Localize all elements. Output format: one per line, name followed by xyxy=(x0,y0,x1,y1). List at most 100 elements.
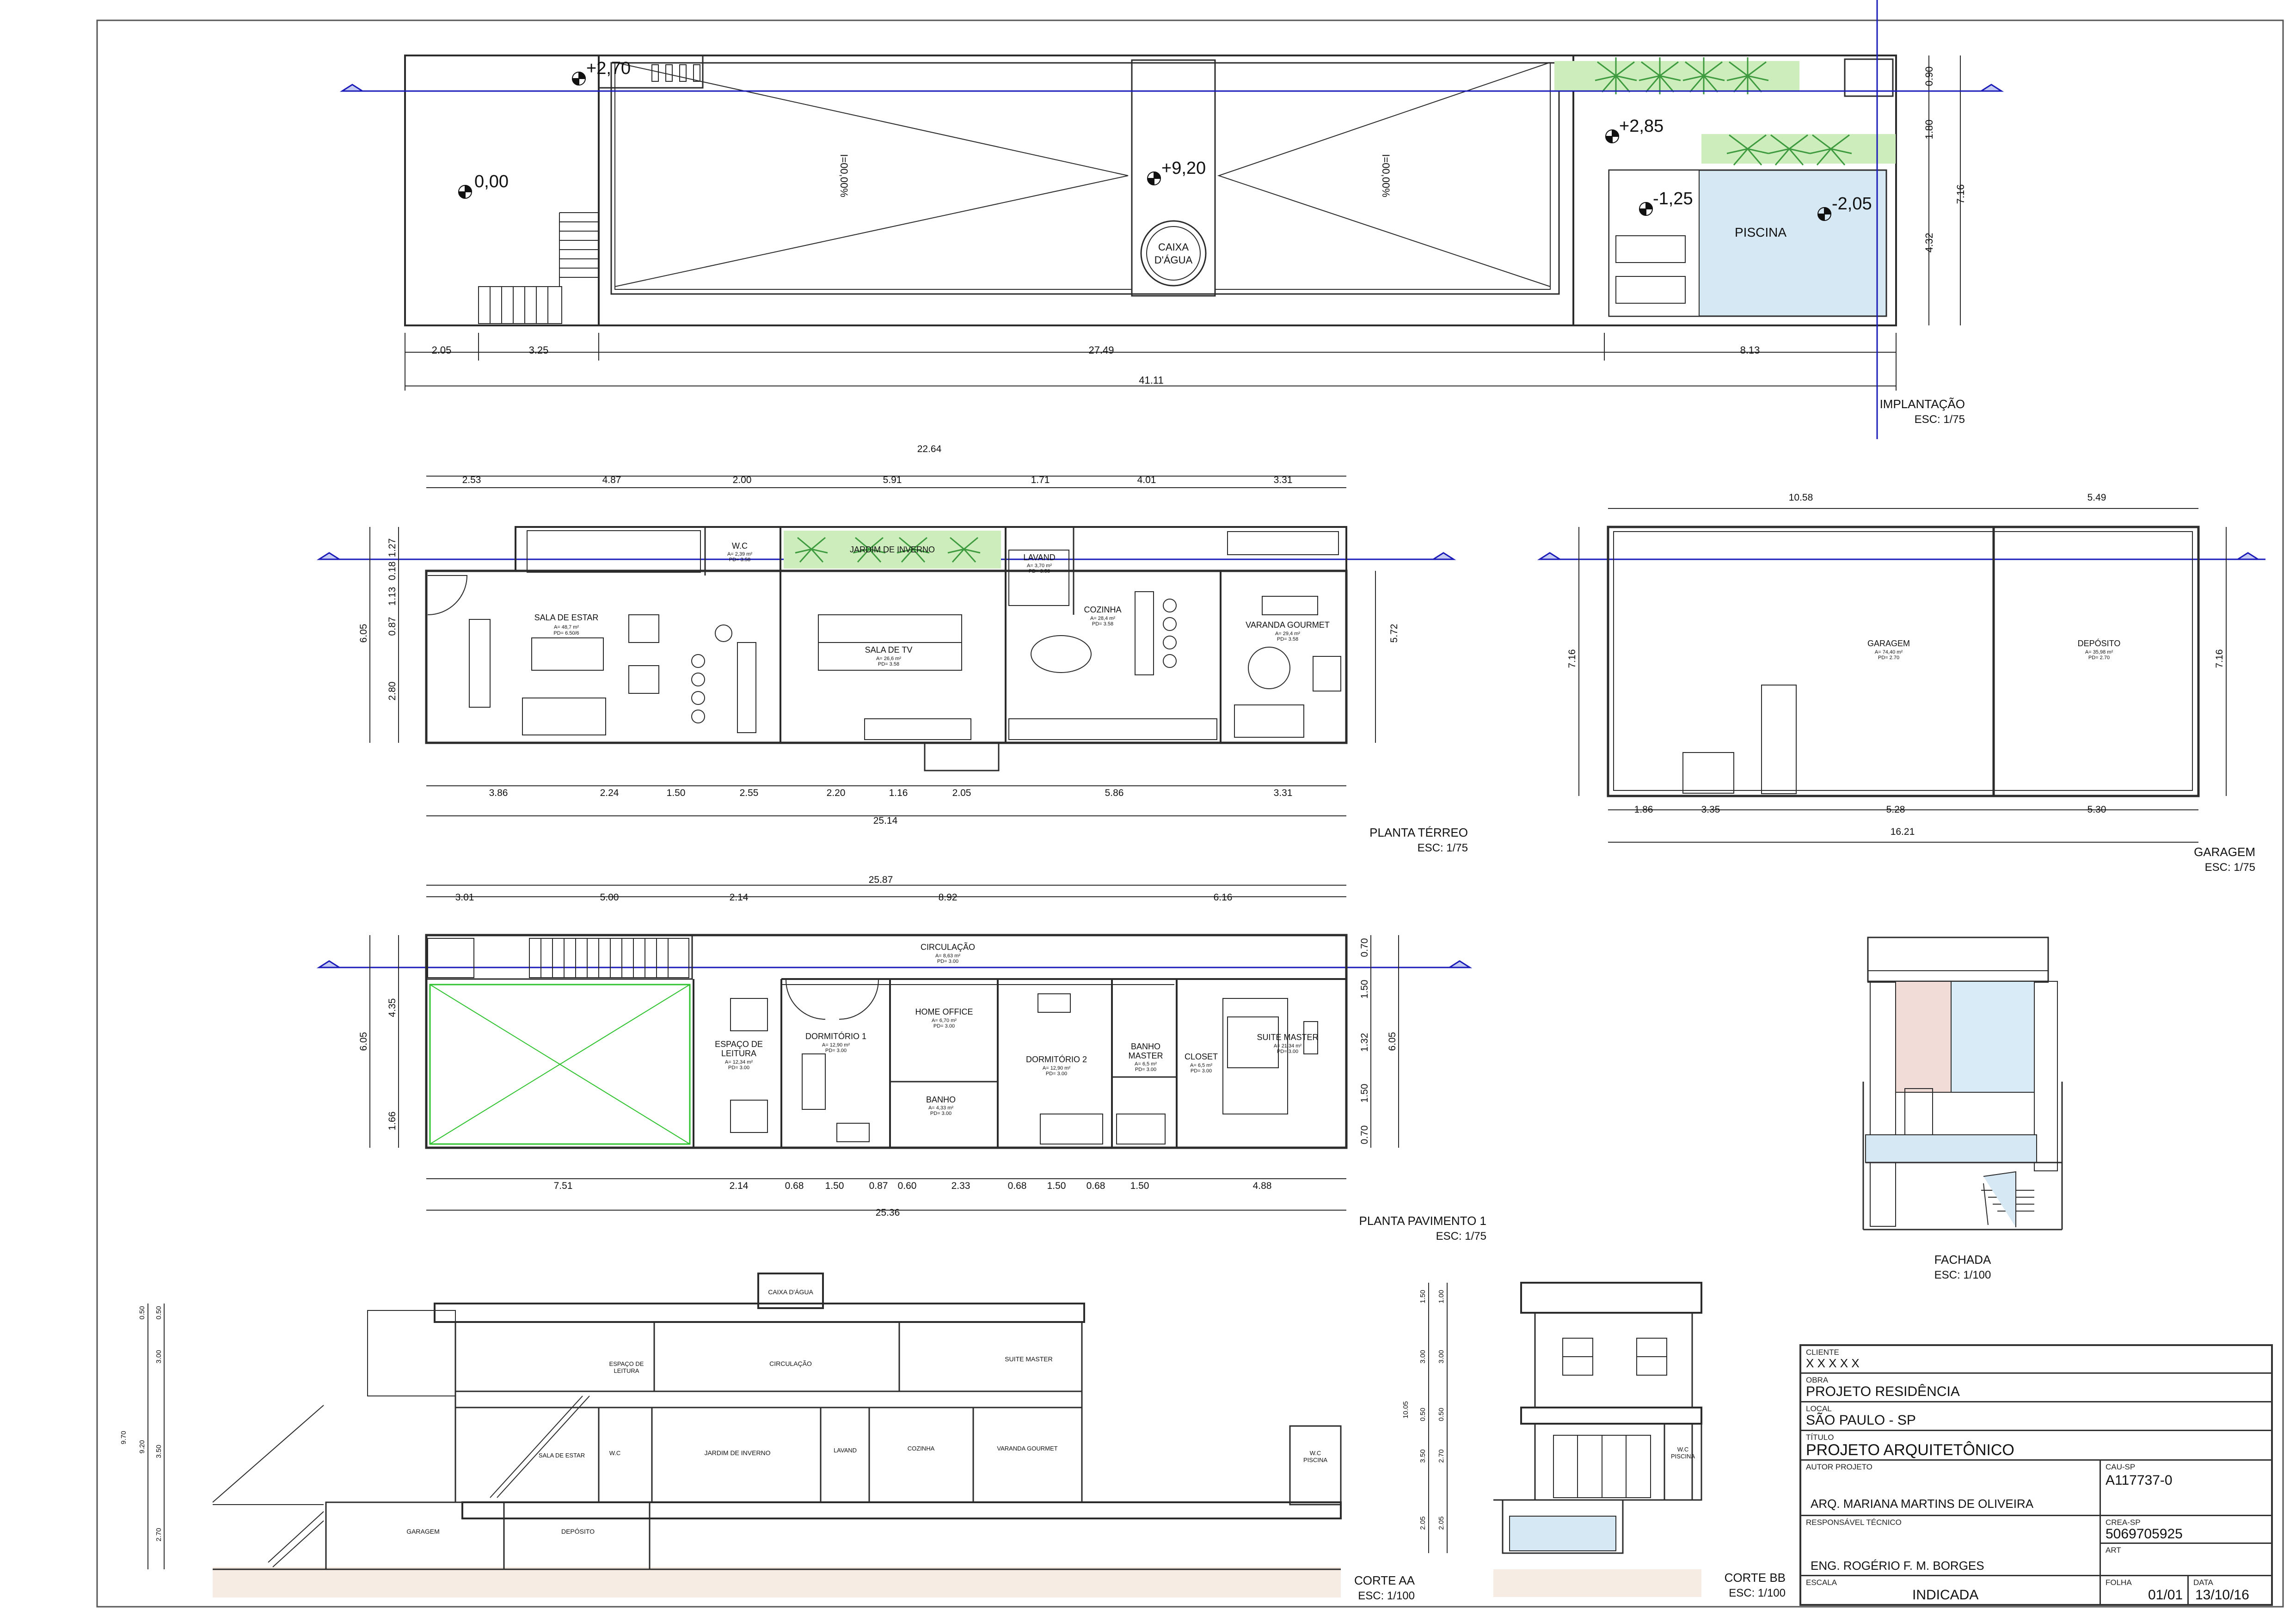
dimension: 5.00 xyxy=(600,892,619,903)
dimension: 1.27 xyxy=(387,539,398,557)
room-label: SALA DE ESTAR xyxy=(534,613,599,622)
ground-palms xyxy=(795,537,981,563)
room-label: DORMITÓRIO 1 xyxy=(805,1031,866,1041)
dimension: 2.53 xyxy=(462,475,481,485)
tb-resp: RESPONSÁVEL TÉCNICO ENG. ROGÉRIO F. M. B… xyxy=(1801,1516,2101,1576)
room-label: VARANDA GOURMET xyxy=(1246,620,1330,630)
drawing-title: GARAGEM xyxy=(2194,845,2255,859)
first-floor-text: 25.87 3.01 5.00 2.14 8.92 6.16 7.51 2.14… xyxy=(358,875,1486,1243)
room-label: DEPÓSITO xyxy=(561,1528,595,1535)
dimension: 10.58 xyxy=(1789,492,1813,503)
tb-titulo-value: PROJETO ARQUITETÔNICO xyxy=(1806,1441,2014,1459)
room-label: SALA DE ESTAR xyxy=(539,1452,585,1459)
dimension: 5.28 xyxy=(1886,804,1905,815)
drawing-title: IMPLANTAÇÃO xyxy=(1880,397,1965,411)
tb-obra-value: PROJETO RESIDÊNCIA xyxy=(1806,1384,1960,1399)
level-label: -1,25 xyxy=(1653,189,1693,208)
dimension: 6.16 xyxy=(1214,892,1233,903)
tb-cau: CAU-SP A117737-0 xyxy=(2101,1461,2271,1516)
dimension: 2.05 xyxy=(1437,1516,1445,1530)
tb-cliente: CLIENTE X X X X X xyxy=(1801,1346,2271,1374)
room-label: GARAGEM xyxy=(1867,639,1910,648)
room-label: MASTER xyxy=(1128,1051,1163,1060)
dimension-total: 22.64 xyxy=(917,444,942,454)
room-label: COZINHA xyxy=(1084,605,1122,614)
garage-outline xyxy=(1607,526,2200,797)
dimension: 0.50 xyxy=(138,1306,146,1319)
room-label: W.C xyxy=(732,541,748,551)
room-info: PD= 3.58 xyxy=(878,661,899,667)
dimension: 3.00 xyxy=(1419,1350,1427,1363)
dimension: 0.50 xyxy=(155,1306,163,1319)
room-info: PD= 3.00 xyxy=(1046,1071,1067,1077)
drawing-scale: ESC: 1/75 xyxy=(1418,842,1468,854)
room-label: LEITURA xyxy=(614,1367,639,1374)
dimension: 1.50 xyxy=(1359,980,1370,999)
dimension: 10.05 xyxy=(1402,1401,1410,1419)
tb-local: LOCAL SÃO PAULO - SP xyxy=(1801,1402,2271,1431)
dimension: 3.00 xyxy=(1437,1350,1445,1363)
dimension: 7.16 xyxy=(2214,649,2225,668)
drawing-scale: ESC: 1/100 xyxy=(1934,1269,1991,1281)
facade-text: FACHADA ESC: 1/100 xyxy=(1934,1253,1991,1281)
room-label: W.C xyxy=(609,1450,621,1457)
title-block: CLIENTE X X X X X OBRA PROJETO RESIDÊNCI… xyxy=(1799,1344,2273,1606)
dimension: 4.32 xyxy=(1923,233,1935,253)
tb-label: ESCALA xyxy=(1806,1578,1837,1587)
drawing-scale: ESC: 1/100 xyxy=(1729,1587,1786,1599)
section-bb xyxy=(1428,1282,1702,1597)
dimension: 1.00 xyxy=(1437,1290,1445,1303)
facade xyxy=(1862,936,2063,1230)
dimension: 1.86 xyxy=(1634,804,1653,815)
room-label: GARAGEM xyxy=(406,1528,440,1535)
dimension: 1.50 xyxy=(667,788,686,798)
dimension: 4.01 xyxy=(1137,475,1156,485)
dimension: 2.14 xyxy=(730,1181,749,1191)
section-bb-text: 1.50 1.00 3.00 3.00 10.05 0.50 0.50 3.50… xyxy=(1402,1290,1786,1599)
tb-titulo: TÍTULO PROJETO ARQUITETÔNICO xyxy=(1801,1431,2271,1461)
dimension: 3.86 xyxy=(489,788,508,798)
dimension: 2.80 xyxy=(387,682,398,701)
dimension: 0.60 xyxy=(898,1181,917,1191)
dimension: 5.49 xyxy=(2087,492,2106,503)
room-label: LAVAND xyxy=(834,1447,857,1454)
dimension: 8.92 xyxy=(939,892,958,903)
dimension: 0.50 xyxy=(1437,1408,1445,1421)
dimension: 7.51 xyxy=(554,1181,573,1191)
dimension: 1.32 xyxy=(1359,1033,1370,1052)
dimension: 0.70 xyxy=(1359,1126,1370,1145)
dimension: 4.35 xyxy=(387,998,398,1017)
tb-autor-value: ARQ. MARIANA MARTINS DE OLIVEIRA xyxy=(1811,1497,2034,1511)
room-label: COZINHA xyxy=(908,1445,935,1452)
tb-label: RESPONSÁVEL TÉCNICO xyxy=(1806,1518,1902,1527)
site-palms xyxy=(1595,57,1852,165)
dimension: 2.70 xyxy=(155,1528,163,1541)
drawing-title: PLANTA TÉRREO xyxy=(1369,826,1468,839)
room-label: ESPAÇO DE xyxy=(715,1040,763,1049)
dimension: 2.14 xyxy=(730,892,749,903)
room-info: PD= 3.00 xyxy=(728,1065,749,1071)
tb-label: LOCAL xyxy=(1806,1404,1832,1413)
dimension: 1.50 xyxy=(1419,1290,1427,1303)
drawing-title: CORTE AA xyxy=(1354,1573,1415,1587)
site-plan-text: +2,70 0,00 +9,20 +2,85 -1,25 -2,05 I=00,… xyxy=(432,59,1966,426)
caixa-label: D'ÁGUA xyxy=(1154,254,1193,266)
room-label: VARANDA GOURMET xyxy=(997,1445,1057,1452)
room-info: PD= 6.50/6 xyxy=(553,630,579,636)
first-floor-outline xyxy=(425,934,1348,1149)
dimension: 1.66 xyxy=(387,1112,398,1131)
dimension: 1.50 xyxy=(1359,1084,1370,1103)
tb-label: AUTOR PROJETO xyxy=(1806,1463,1872,1471)
dimension: 1.71 xyxy=(1031,475,1050,485)
dimension: 0.68 xyxy=(1087,1181,1105,1191)
room-label: CIRCULAÇÃO xyxy=(769,1360,812,1367)
section-aa-text: 0.50 0.50 3.00 9.70 9.20 3.50 2.70 CAIXA… xyxy=(120,1288,1415,1602)
room-info: PD= 2.70 xyxy=(2088,655,2110,661)
tb-data-value: 13/10/16 xyxy=(2195,1587,2249,1603)
room-info: A= 2,39 m² xyxy=(727,551,752,557)
dimension: 5.30 xyxy=(2087,804,2106,815)
level-label: +9,20 xyxy=(1161,159,1206,178)
tb-label: CREA-SP xyxy=(2106,1518,2141,1527)
dimension: 1.13 xyxy=(387,587,398,606)
level-label: 0,00 xyxy=(474,172,509,191)
